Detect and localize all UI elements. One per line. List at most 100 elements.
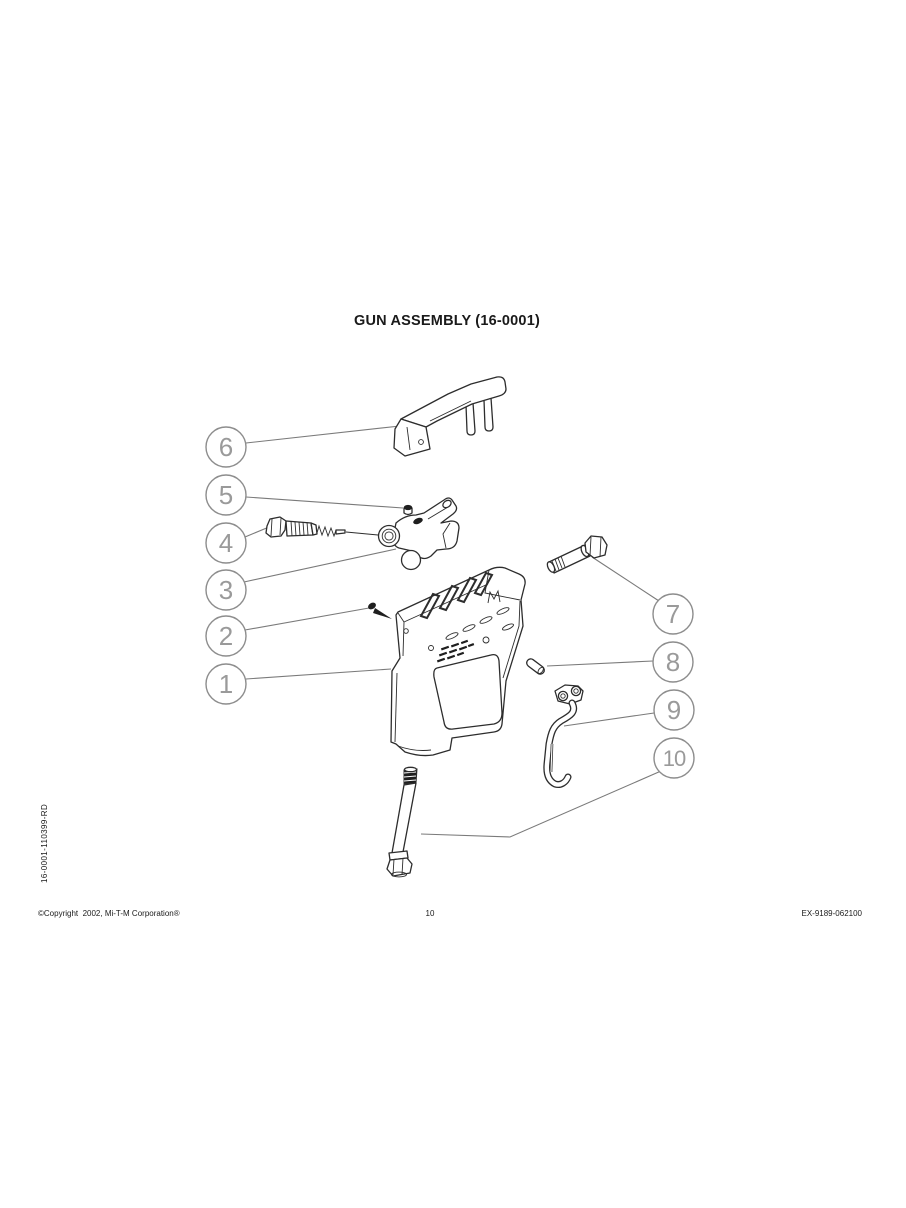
callout-10-number: 10 xyxy=(663,746,686,771)
part-outlet-tube xyxy=(386,766,418,878)
rail-lower-edge xyxy=(403,583,489,623)
footer-page-number: 10 xyxy=(425,909,435,918)
callouts: 6 5 4 3 2 1 7 xyxy=(205,426,695,779)
callout-2: 2 xyxy=(205,615,247,657)
rail-slot xyxy=(473,571,494,597)
lever-peg xyxy=(483,397,494,432)
trigger-eye-hole xyxy=(560,693,566,699)
trigger-arm-inner xyxy=(544,700,576,787)
vent-slot xyxy=(479,616,493,624)
vent-slot xyxy=(502,623,514,631)
callout-10-circle xyxy=(653,737,695,779)
tube-thread-ridges xyxy=(403,771,417,782)
text-dash xyxy=(440,645,450,651)
part-seat-plug xyxy=(403,504,413,516)
callout-3: 3 xyxy=(205,569,247,611)
tube-hex-nut xyxy=(386,857,413,877)
screw-shaft xyxy=(373,608,392,619)
valve-tube-edge xyxy=(427,506,449,520)
callout-2-circle xyxy=(205,615,247,657)
valve-tube-cap xyxy=(442,499,452,509)
text-dash xyxy=(450,642,460,648)
frame-hole xyxy=(482,636,490,644)
part-valve-body xyxy=(377,497,460,571)
frame-hole xyxy=(403,628,409,634)
text-dash xyxy=(446,654,456,660)
trigger-eye-hole xyxy=(573,688,579,694)
leader-line-5 xyxy=(245,496,404,509)
lever-wedge-edge xyxy=(406,426,411,451)
pin-end xyxy=(537,666,544,674)
vent-slot xyxy=(462,624,476,632)
valve-clevis-line xyxy=(442,522,451,549)
callout-1-circle xyxy=(205,663,247,705)
cartridge-hex-head xyxy=(265,516,287,538)
callout-4-circle xyxy=(205,522,247,564)
lever-hole xyxy=(418,439,424,445)
valve-port-dark xyxy=(413,517,423,525)
molded-text-marks xyxy=(436,639,475,663)
rail-slot xyxy=(438,584,460,612)
cartridge-step xyxy=(310,522,318,536)
grip-front-inner xyxy=(394,672,398,743)
text-dash xyxy=(460,639,469,645)
callout-7: 7 xyxy=(652,593,694,635)
valve-inlet-port xyxy=(377,524,401,548)
part-gun-body xyxy=(390,566,526,757)
grip-bottom-inner xyxy=(397,745,432,751)
leader-line-8 xyxy=(546,660,654,667)
flange-edge xyxy=(397,612,405,657)
footer-copyright: ©Copyright 2002, Mi-T-M Corporation® xyxy=(38,909,180,918)
part-trigger-lock-lever xyxy=(393,376,507,457)
leader-line-3 xyxy=(243,548,397,583)
callout-6-number: 6 xyxy=(219,432,233,462)
tube-collar xyxy=(388,850,409,861)
callout-7-number: 7 xyxy=(666,599,680,629)
alignment-line xyxy=(345,531,379,536)
frame-hole xyxy=(428,645,434,651)
bolt-head-facets xyxy=(589,536,602,558)
peak-edge xyxy=(484,569,521,601)
callout-8: 8 xyxy=(652,641,694,683)
cartridge-spring xyxy=(316,524,337,538)
leader-line-2 xyxy=(244,607,370,631)
leader-line-6 xyxy=(245,425,401,444)
rail-slots xyxy=(419,571,494,620)
callout-4-number: 4 xyxy=(219,528,233,558)
nut-bottom xyxy=(391,871,407,878)
lever-peg xyxy=(465,402,476,436)
vent-slot xyxy=(496,607,510,615)
valve-bottom-spout xyxy=(400,549,422,571)
plug-top xyxy=(403,504,413,511)
rail-slot xyxy=(456,576,478,604)
lever-arm xyxy=(400,376,507,428)
part-trigger-pin xyxy=(526,658,545,675)
leader-lines xyxy=(243,425,662,838)
side-doc-label: 16-0001-110399-RD xyxy=(40,803,49,883)
trigger-slot-inner xyxy=(550,743,553,773)
back-edge-inner xyxy=(502,600,521,679)
vent-slot xyxy=(445,632,459,640)
hex-facet xyxy=(270,517,282,537)
callout-9: 9 xyxy=(653,689,695,731)
bolt-tip xyxy=(546,561,556,573)
valve-inlet-bore xyxy=(384,531,394,541)
screw-head xyxy=(368,602,376,610)
leader-line-9 xyxy=(563,712,655,727)
callout-7-circle xyxy=(652,593,694,635)
pin-body xyxy=(526,658,545,675)
callout-4: 4 xyxy=(205,522,247,564)
cartridge-ribs xyxy=(290,520,309,537)
text-dash xyxy=(456,651,465,657)
callout-5-circle xyxy=(205,474,247,516)
callout-1-number: 1 xyxy=(219,669,233,699)
part-trigger xyxy=(543,684,584,788)
lever-wedge xyxy=(393,418,431,457)
cartridge-needle xyxy=(335,529,346,535)
text-dash xyxy=(467,643,475,648)
tube-top-cap xyxy=(403,766,418,773)
text-dash xyxy=(458,645,468,651)
callout-3-circle xyxy=(205,569,247,611)
text-dash xyxy=(448,648,458,654)
